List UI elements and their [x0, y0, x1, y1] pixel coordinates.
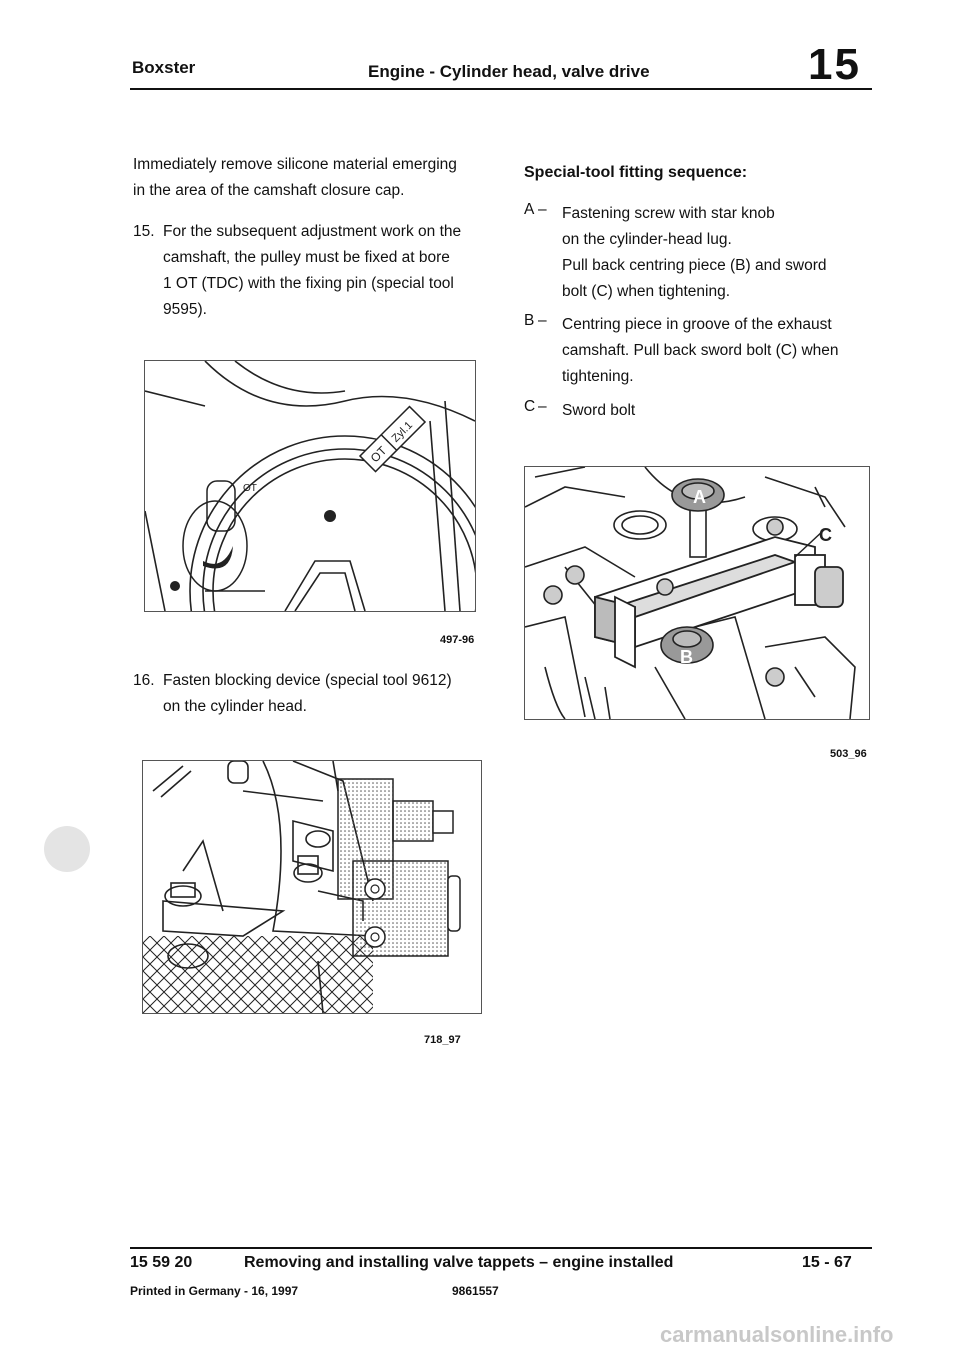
footer-section-title: Removing and installing valve tappets – …	[244, 1254, 674, 1271]
figure-caption-3: 503_96	[830, 748, 867, 760]
step-text: For the subsequent adjustment work on th…	[163, 219, 461, 323]
item-a-line-2: on the cylinder-head lug.	[562, 231, 732, 248]
step-number: 15.	[133, 223, 155, 240]
step-16: 16. Fasten blocking device (special tool…	[133, 668, 493, 724]
figure-caption-2: 718_97	[424, 1034, 461, 1046]
intro-paragraph: Immediately remove silicone material eme…	[133, 152, 457, 204]
pulley-illustration: OT Zyl.1 OT	[145, 361, 475, 611]
item-b-line-3: tightening.	[562, 368, 634, 385]
item-c-line-1: Sword bolt	[562, 402, 636, 419]
footer-part-number: 9861557	[452, 1284, 499, 1298]
item-a-line-3: Pull back centring piece (B) and sword	[562, 257, 827, 274]
step-16-line-2: on the cylinder head.	[163, 698, 307, 715]
footer-page-number: 15 - 67	[802, 1254, 852, 1271]
figure-pulley-fixing-pin: OT Zyl.1 OT	[144, 360, 476, 612]
item-a-line-4: bolt (C) when tightening.	[562, 283, 731, 300]
header-model: Boxster	[132, 58, 196, 77]
figure-blocking-device	[142, 760, 482, 1014]
item-b-line-2: camshaft. Pull back sword bolt (C) when	[562, 342, 839, 359]
sequence-item-c: C – Sword bolt	[524, 398, 884, 426]
step-15-line-4: 9595).	[163, 301, 207, 318]
footer-rule	[130, 1247, 872, 1249]
sequence-item-b: B – Centring piece in groove of the exha…	[524, 312, 884, 392]
figure-special-tool-sequence: A B C	[524, 466, 870, 720]
step-15: 15. For the subsequent adjustment work o…	[133, 219, 493, 329]
item-text: Sword bolt	[562, 398, 635, 424]
header-section-title: Engine - Cylinder head, valve drive	[368, 62, 650, 81]
label-c: C	[819, 525, 832, 545]
chapter-number: 15	[808, 40, 861, 89]
step-15-line-1: For the subsequent adjustment work on th…	[163, 223, 462, 240]
mark-ot-small: OT	[243, 483, 257, 494]
step-text: Fasten blocking device (special tool 961…	[163, 668, 452, 720]
item-text: Centring piece in groove of the exhaust …	[562, 312, 839, 390]
label-a: A	[693, 487, 706, 507]
item-dash: –	[538, 312, 547, 329]
item-letter: A	[524, 201, 535, 218]
special-tool-illustration: A B C	[525, 467, 856, 719]
step-16-line-1: Fasten blocking device (special tool 961…	[163, 672, 452, 689]
footer-printed: Printed in Germany - 16, 1997	[130, 1284, 299, 1298]
item-dash: –	[538, 398, 547, 415]
binder-punch-hole	[44, 826, 90, 872]
sequence-item-a: A – Fastening screw with star knob on th…	[524, 201, 884, 305]
figure-caption-1: 497-96	[440, 634, 475, 646]
item-a-line-1: Fastening screw with star knob	[562, 205, 775, 222]
label-b: B	[680, 647, 693, 667]
step-15-line-3: 1 OT (TDC) with the fixing pin (special …	[163, 275, 454, 292]
watermark: carmanualsonline.info	[660, 1322, 894, 1347]
step-15-line-2: camshaft, the pulley must be fixed at bo…	[163, 249, 450, 266]
sequence-title: Special-tool fitting sequence:	[524, 164, 748, 181]
header-rule	[130, 88, 872, 90]
footer-section-code: 15 59 20	[130, 1254, 193, 1271]
intro-line-1: Immediately remove silicone material eme…	[133, 156, 457, 173]
item-dash: –	[538, 201, 547, 218]
item-b-line-1: Centring piece in groove of the exhaust	[562, 316, 832, 333]
item-letter: C	[524, 398, 536, 415]
blocking-device-illustration	[143, 761, 461, 1013]
intro-line-2: in the area of the camshaft closure cap.	[133, 182, 405, 199]
item-text: Fastening screw with star knob on the cy…	[562, 201, 827, 305]
step-number: 16.	[133, 672, 155, 689]
item-letter: B	[524, 312, 535, 329]
